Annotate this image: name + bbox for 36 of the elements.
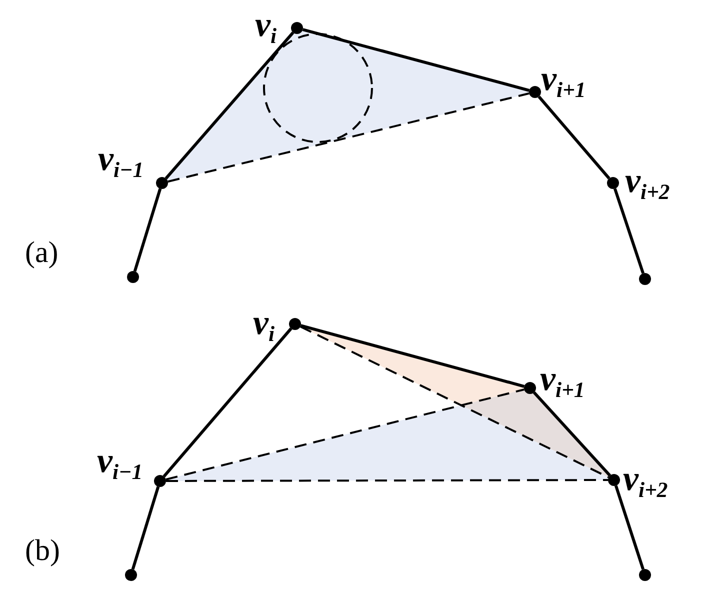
vertex-dot — [608, 474, 620, 486]
vertex-dot — [156, 177, 168, 189]
vertex-dot — [529, 86, 541, 98]
dashed-line — [168, 92, 530, 183]
vertex-dot — [639, 273, 651, 285]
line-segment — [538, 96, 610, 180]
vertex-label: v$_{i}$ — [253, 305, 275, 340]
vertex-label: v$_{i+1}$ — [541, 61, 586, 96]
vertex-dot — [125, 569, 137, 581]
line-segment — [131, 486, 160, 570]
vertex-label: v$_{i+2}$ — [625, 163, 670, 198]
vertex-label: v$_{i+2}$ — [623, 461, 668, 496]
line-segment — [302, 28, 530, 92]
dashed-line — [166, 479, 608, 482]
panel-label: (b) — [25, 536, 60, 566]
line-segment — [300, 324, 525, 388]
vertex-dot — [607, 177, 619, 189]
dashed-line — [166, 388, 524, 480]
line-segment — [133, 188, 162, 272]
line-segment — [162, 328, 292, 478]
line-segment — [164, 32, 294, 180]
vertex-label: v$_{i+1}$ — [540, 361, 585, 396]
vertex-dot — [154, 475, 166, 487]
vertex-label: v$_{i−1}$ — [98, 141, 144, 176]
vertex-dot — [127, 271, 139, 283]
vertex-dot — [291, 22, 303, 34]
line-segment — [613, 188, 645, 274]
dashed-line — [300, 326, 610, 478]
line-segment — [532, 391, 612, 477]
vertex-dot — [639, 569, 651, 581]
vertex-label: v$_{i−1}$ — [97, 443, 143, 478]
panel-label: (a) — [25, 238, 58, 268]
vertex-dot — [524, 382, 536, 394]
line-segment — [614, 485, 645, 570]
vertex-label: v$_{i}$ — [255, 7, 277, 42]
vertex-dot — [289, 318, 301, 330]
